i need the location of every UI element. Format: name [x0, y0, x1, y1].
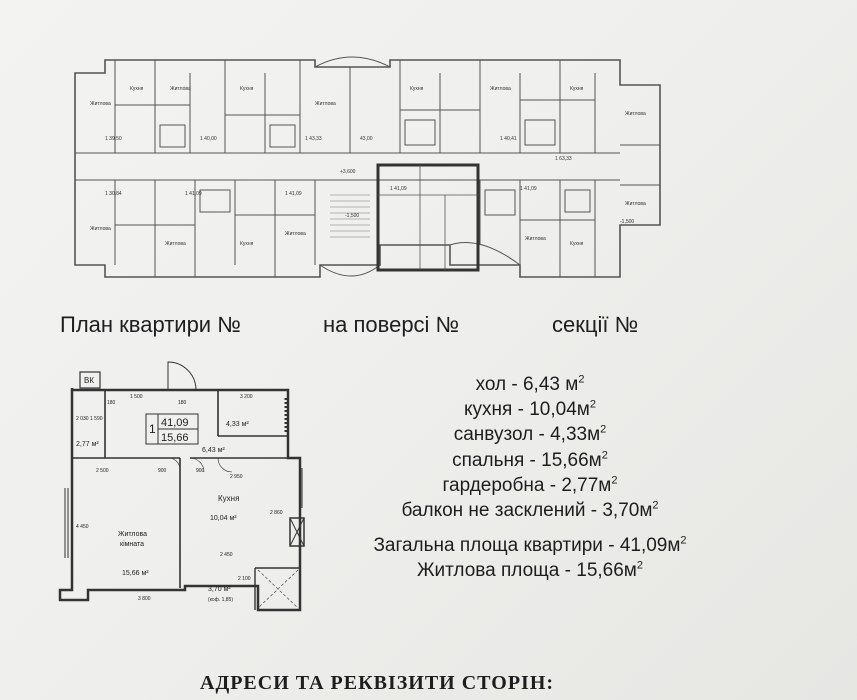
living-room-label-2: кімната	[120, 540, 144, 548]
total-name: Загальна площа квартири	[373, 535, 603, 557]
dimension-label: 4 450	[76, 524, 89, 530]
dimension-label: 1 500	[130, 394, 143, 400]
svg-text:-1,500: -1,500	[345, 213, 359, 219]
apartment-plan-drawing: ВК 1 41,09 15,66 2,77 м² 4,33 м² 6,43 м²…	[58, 361, 305, 612]
room-value: 3,70м	[602, 500, 653, 522]
room-value: 10,04м	[529, 399, 590, 421]
room-name: хол	[475, 374, 507, 395]
hall-area: 6,43 м²	[202, 447, 225, 454]
svg-text:1 41,09: 1 41,09	[390, 186, 407, 192]
svg-text:Житлова: Житлова	[90, 101, 111, 107]
svg-text:1 40,41: 1 40,41	[500, 136, 517, 142]
svg-text:+3,600: +3,600	[340, 169, 356, 175]
room-row-bathroom: санвузол - 4,33м2	[453, 424, 607, 446]
dimension-label: 2 500	[96, 468, 109, 474]
apartment-plan: ВК 1 41,09 15,66 2,77 м² 4,33 м² 6,43 м²…	[50, 358, 320, 623]
svg-text:Кухня: Кухня	[570, 241, 584, 247]
balcony-area: 3,70 м²	[208, 586, 231, 593]
svg-text:1 63,33: 1 63,33	[555, 156, 572, 162]
svg-text:Кухня: Кухня	[130, 86, 144, 92]
room-name: санвузол	[453, 424, 534, 446]
room-row-wardrobe: гардеробна - 2,77м2	[442, 474, 618, 496]
dimension-label: 2 860	[270, 510, 283, 516]
total-area-row: Загальна площа квартири - 41,09м2	[373, 534, 687, 557]
svg-text:1 41,09: 1 41,09	[185, 191, 202, 197]
total-value: 41,09м	[619, 535, 681, 557]
apt-living-area: 15,66	[161, 432, 189, 444]
svg-text:-1,500: -1,500	[620, 219, 634, 225]
svg-text:Житлова: Житлова	[285, 231, 306, 237]
section-number-label: секції №	[552, 312, 639, 337]
dimension-label: 3 800	[138, 596, 151, 602]
room-name: кухня	[464, 399, 513, 421]
dimension-label: 900	[158, 468, 167, 474]
svg-text:Житлова: Житлова	[90, 226, 111, 232]
svg-text:1 41,09: 1 41,09	[520, 186, 537, 192]
svg-text:1 41,09: 1 41,09	[285, 191, 302, 197]
svg-text:1 40,00: 1 40,00	[200, 136, 217, 142]
dimension-label: 180	[107, 400, 116, 406]
svg-text:Житлова: Житлова	[165, 241, 186, 247]
svg-text:Житлова: Житлова	[315, 101, 336, 107]
dimension-label: 3 200	[240, 394, 253, 400]
apartment-number-label: План квартири №	[60, 312, 241, 337]
svg-text:1 43,33: 1 43,33	[305, 136, 322, 142]
svg-text:Житлова: Житлова	[625, 201, 646, 207]
apt-total-area: 41,09	[161, 417, 189, 429]
svg-text:Кухня: Кухня	[570, 86, 584, 92]
dimension-label: 2 030	[76, 416, 89, 422]
wardrobe-area: 2,77 м²	[76, 441, 99, 448]
room-value: 2,77м	[561, 474, 612, 496]
svg-text:Кухня: Кухня	[240, 86, 254, 92]
balcony-coefficient: (коф. 1,85)	[208, 597, 233, 603]
kitchen-area: 10,04 м²	[210, 515, 237, 522]
total-name: Житлова площа	[416, 560, 560, 582]
bathroom-area: 4,33 м²	[226, 421, 249, 428]
kitchen-label: Кухня	[218, 494, 239, 503]
living-area-row: Житлова площа - 15,66м2	[416, 560, 643, 582]
dimension-label: 900	[196, 468, 205, 474]
room-row-hall: хол - 6,43 м2	[475, 373, 585, 395]
svg-text:43,00: 43,00	[360, 136, 373, 142]
room-row-balcony: балкон не засклений - 3,70м2	[401, 499, 659, 522]
living-room-area: 15,66 м²	[122, 570, 149, 577]
room-name: балкон не засклений	[401, 500, 586, 522]
parties-addresses-title: АДРЕСИ ТА РЕКВІЗИТИ СТОРІН:	[200, 672, 555, 694]
dimension-label: 2 100	[238, 576, 251, 582]
dimension-label: 2 450	[220, 552, 233, 558]
apt-number: 1	[149, 422, 156, 436]
room-name: гардеробна	[442, 474, 545, 496]
living-room-label-1: Житлова	[118, 531, 147, 538]
room-value: 15,66м	[541, 449, 602, 471]
room-value: 4,33м	[550, 424, 601, 446]
svg-text:Кухня: Кухня	[240, 241, 254, 247]
vk-label: ВК	[84, 376, 94, 385]
room-row-kitchen: кухня - 10,04м2	[464, 398, 596, 421]
room-value: 6,43 м	[522, 374, 579, 395]
room-row-bedroom: спальня - 15,66м2	[452, 449, 608, 471]
dimension-label: 1 590	[90, 416, 103, 422]
plan-heading: План квартири № на поверсі № секції №	[0, 312, 857, 342]
svg-text:1 30,84: 1 30,84	[105, 191, 122, 197]
svg-text:Житлова: Житлова	[490, 86, 511, 92]
svg-text:1 39,50: 1 39,50	[105, 136, 122, 142]
svg-text:Житлова: Житлова	[525, 236, 546, 242]
floor-number-label: на поверсі №	[323, 312, 460, 337]
room-name: спальня	[452, 449, 525, 471]
svg-text:Житлова: Житлова	[170, 86, 191, 92]
room-area-list: хол - 6,43 м2 кухня - 10,04м2 санвузол -…	[330, 372, 730, 584]
dimension-label: 2 950	[230, 474, 243, 480]
total-value: 15,66м	[576, 560, 637, 582]
svg-text:Кухня: Кухня	[410, 86, 424, 92]
svg-text:Житлова: Житлова	[625, 111, 646, 117]
area-totals: Загальна площа квартири - 41,09м2 Житлов…	[330, 533, 730, 583]
dimension-label: 180	[178, 400, 187, 406]
